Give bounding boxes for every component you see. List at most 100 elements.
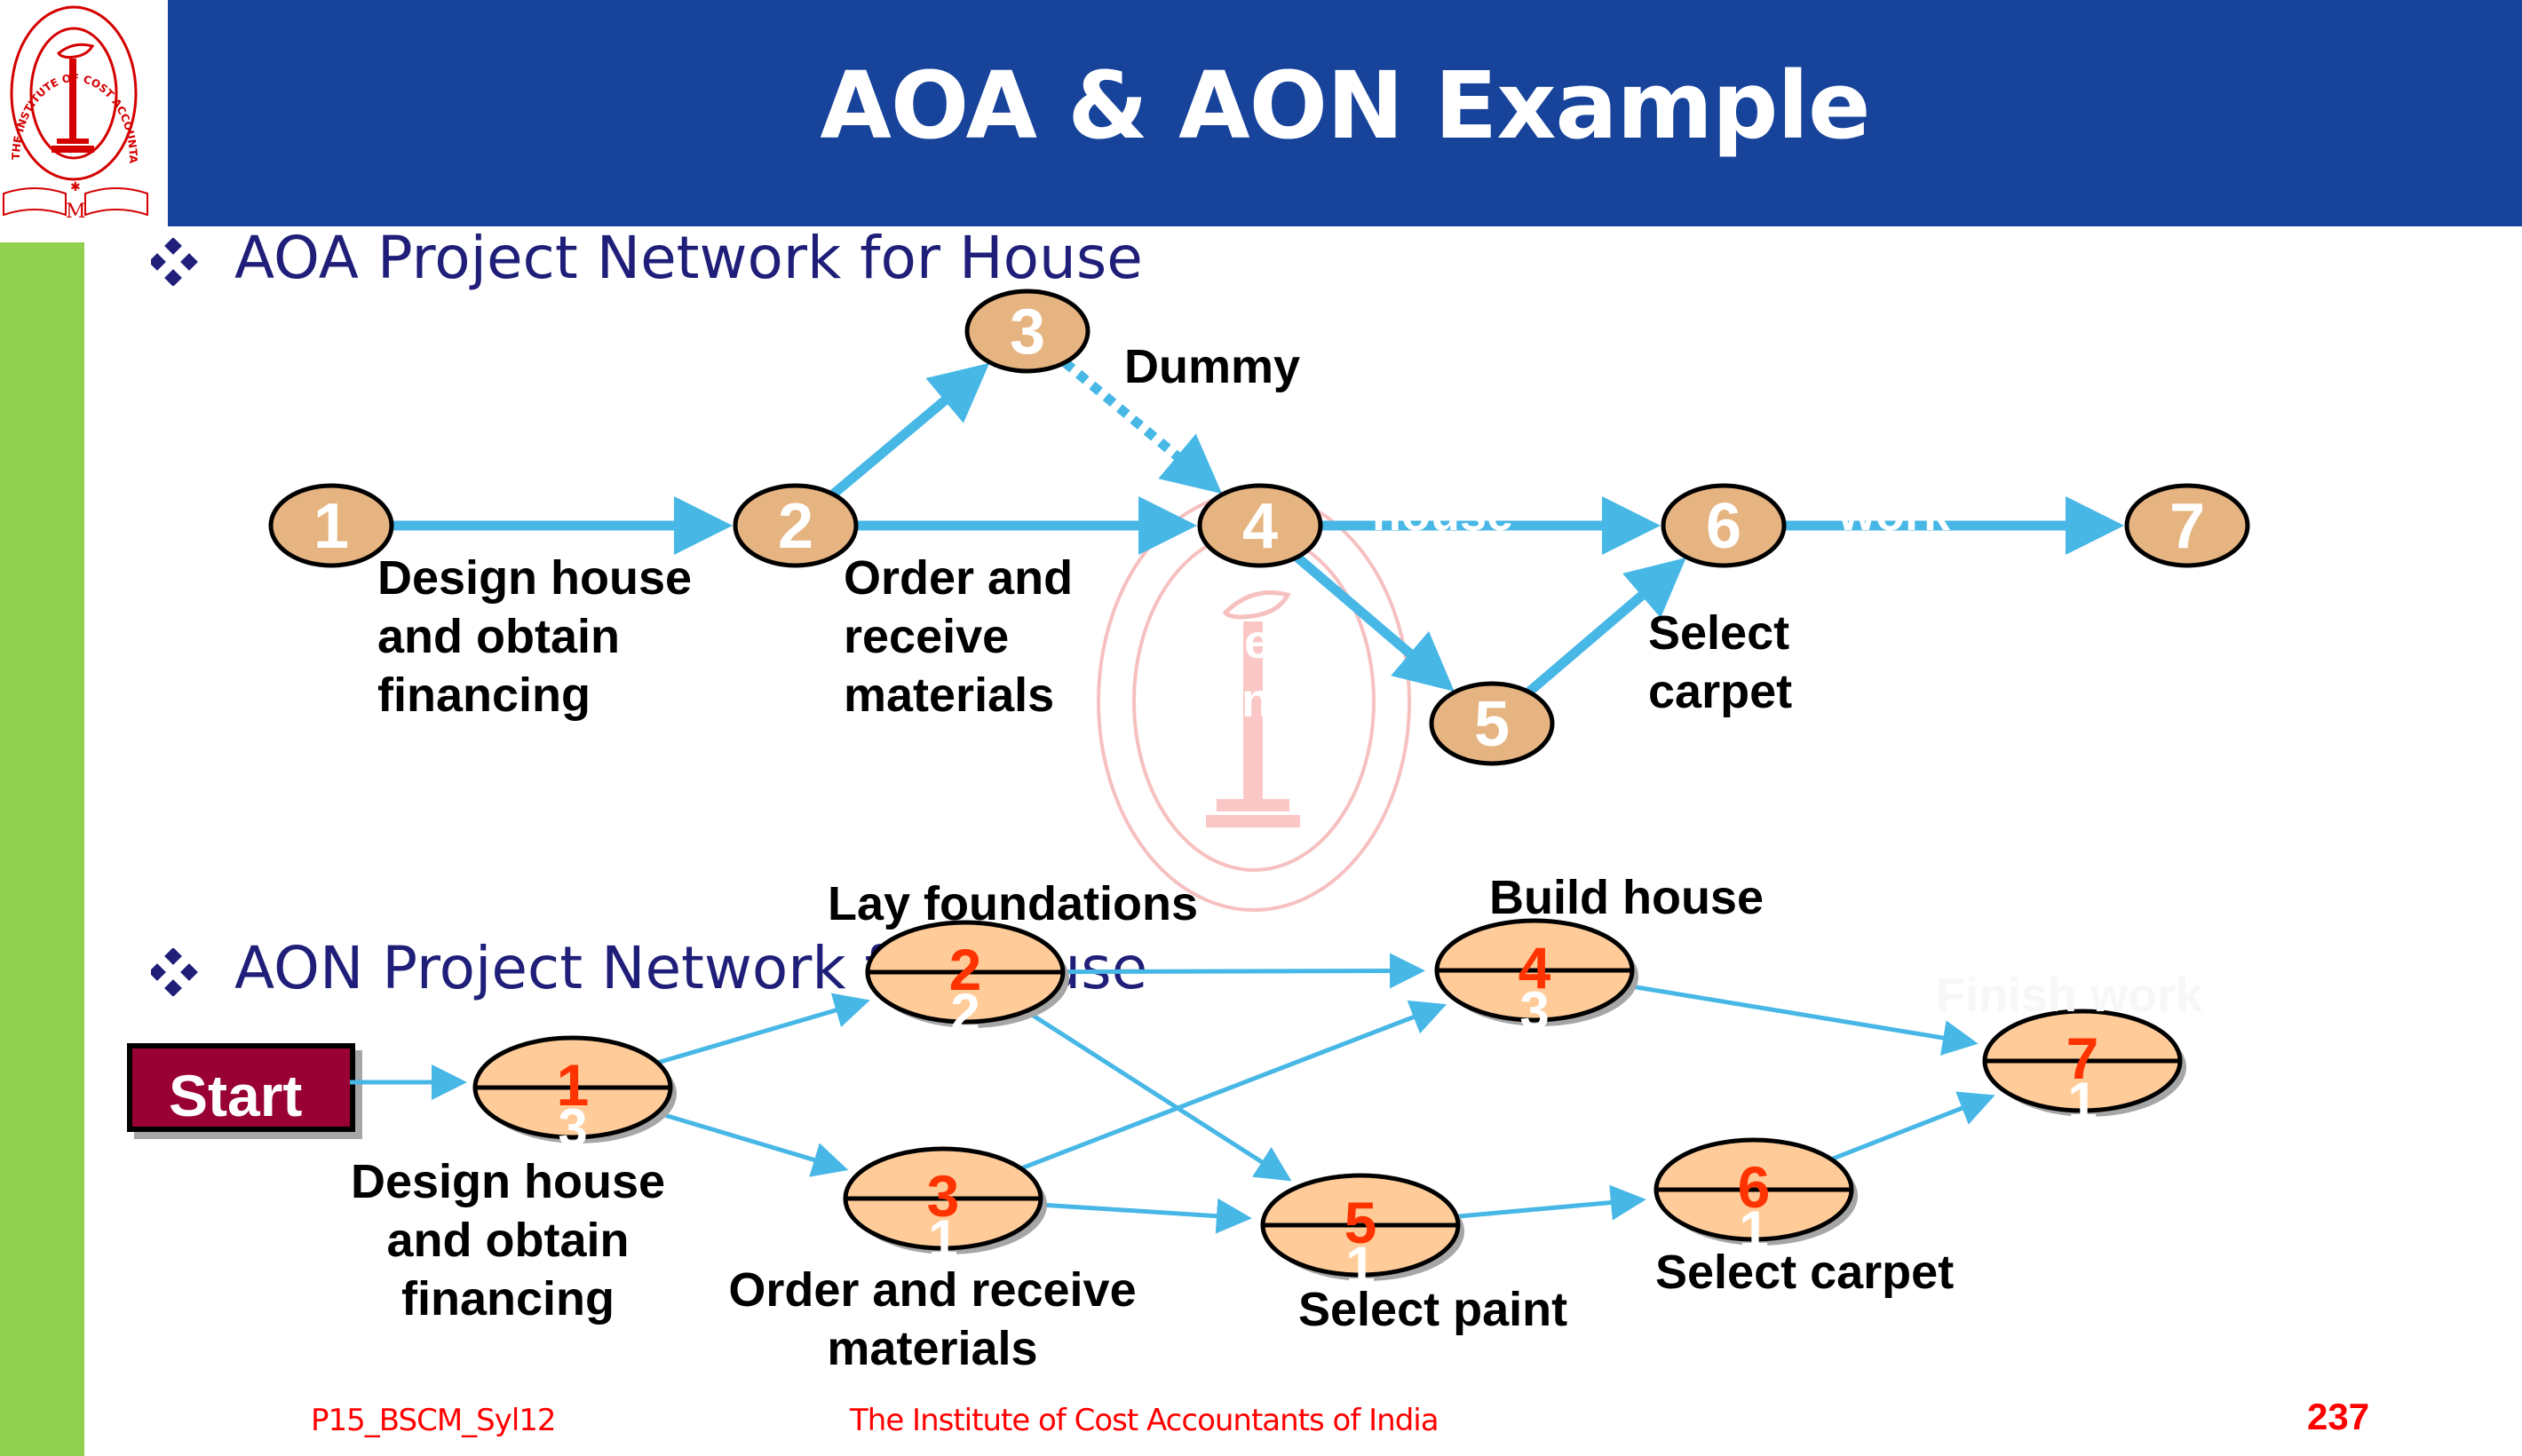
aon-node-4: 43 <box>1434 918 1638 1041</box>
aoa-node-circle <box>964 289 1090 374</box>
aoa-label-paint-line1: Select <box>1172 615 1314 669</box>
aon-node-duration: 2 <box>950 983 979 1042</box>
aon-node-duration: 1 <box>928 1209 957 1269</box>
aon-node-2: 22 <box>865 920 1069 1042</box>
footer-course-code: P15_BSCM_Syl12 <box>311 1403 557 1438</box>
aon-node-number: 5 <box>1344 1190 1377 1255</box>
aoa-node-circle <box>1197 483 1323 568</box>
watermark-base <box>1217 799 1289 811</box>
aoa-heading-text: AOA Project Network for House <box>234 224 1143 292</box>
aon-node-5: 51 <box>1260 1173 1464 1295</box>
aoa-label-dummy: Dummy <box>1124 340 1301 393</box>
aoa-node-number: 1 <box>313 491 349 562</box>
pillar-base <box>57 138 89 144</box>
aon-node-duration: 1 <box>2067 1072 2097 1131</box>
aoa-label-order-line2: receive <box>844 610 1010 663</box>
footer-institute: The Institute of Cost Accountants of Ind… <box>850 1403 1439 1438</box>
aoa-label-select-paint-hidden: Select paint <box>1172 613 1313 730</box>
aon-edge-4-7 <box>1627 983 1979 1056</box>
aon-node-number: 7 <box>2066 1025 2099 1091</box>
aoa-node-number: 6 <box>1706 491 1741 562</box>
aoa-node-circle <box>268 483 394 568</box>
aon-edge-2-5 <box>1025 1009 1292 1182</box>
aon-node-6: 61 <box>1654 1137 1858 1260</box>
pillar-plinth <box>52 146 94 153</box>
aoa-edge-3-4 <box>1061 359 1223 495</box>
aon-label-design-line2: and obtain <box>386 1214 630 1267</box>
aon-edge-1-3 <box>656 1111 849 1177</box>
aon-node-duration: 3 <box>558 1098 587 1158</box>
aon-edge-6-7 <box>1830 1091 1995 1162</box>
aon-node-duration: 1 <box>1345 1236 1375 1295</box>
aon-label-finish-work: Finish work <box>1936 969 2203 1022</box>
aon-edge-3-5 <box>1039 1198 1252 1234</box>
aoa-label-design-line3: financing <box>377 669 591 722</box>
accent-bar <box>0 242 84 1456</box>
diamond-bullet-icon <box>151 947 198 996</box>
aoa-label-order-line1: Order and <box>844 551 1074 605</box>
watermark-pillar <box>1243 621 1263 799</box>
watermark-plinth <box>1206 815 1300 827</box>
aon-label-order-line2: materials <box>827 1322 1038 1375</box>
aoa-label-design-line2: and obtain <box>377 610 620 663</box>
aoa-label-carpet-line1: Select <box>1648 606 1790 660</box>
aon-label-order: Order and receive materials <box>710 1261 1154 1378</box>
aon-node-number: 1 <box>557 1052 590 1118</box>
aon-node-7: 71 <box>1982 1009 2186 1131</box>
aoa-node-7: 7 <box>2124 483 2250 568</box>
aoa-node-circle <box>2124 483 2250 568</box>
aoa-edge-4-5 <box>1294 553 1455 692</box>
aoa-node-number: 4 <box>1242 491 1278 562</box>
aoa-node-1: 1 <box>268 483 394 568</box>
aon-label-design-line3: financing <box>401 1272 615 1325</box>
aoa-label-carpet-line2: carpet <box>1648 665 1793 718</box>
aon-edge-2-4 <box>1062 953 1426 989</box>
aoa-node-5: 5 <box>1429 681 1555 766</box>
aon-node-3: 31 <box>843 1146 1047 1269</box>
aon-start-node <box>127 1043 355 1132</box>
aon-edge-3-4 <box>1019 1000 1447 1171</box>
aon-node-duration: 1 <box>1739 1200 1768 1260</box>
logo-inner-ring <box>29 27 118 160</box>
aoa-edge-5-6 <box>1526 558 1686 696</box>
aoa-label-finish-work-hidden: work <box>1838 487 1951 541</box>
watermark-lamp <box>1222 590 1291 620</box>
aon-node-1: 13 <box>472 1035 677 1158</box>
aon-label-select-paint: Select paint <box>1298 1283 1568 1336</box>
pillar-icon <box>69 59 76 138</box>
aon-node-number: 3 <box>927 1163 960 1229</box>
aon-label-select-carpet: Select carpet <box>1655 1246 1955 1299</box>
aoa-node-3: 3 <box>964 289 1090 374</box>
logo-outer-ring <box>10 5 138 181</box>
slide-title: AOA & AON Example <box>820 51 1870 160</box>
institute-logo: ✱ M THE INSTITUTE OF COST ACCOUNTANTS OF… <box>0 0 148 223</box>
aon-label-design: Design house and obtain financing <box>330 1152 686 1328</box>
aon-node-number: 4 <box>1519 935 1551 1001</box>
aoa-node-4: 4 <box>1197 483 1323 568</box>
aoa-node-circle <box>1661 483 1787 568</box>
aoa-node-number: 7 <box>2169 491 2205 562</box>
aoa-node-circle <box>1429 681 1555 766</box>
page-number: 237 <box>2307 1396 2370 1437</box>
aoa-node-2: 2 <box>733 483 859 568</box>
aoa-label-order-line3: materials <box>844 669 1055 722</box>
lamp-icon <box>56 43 95 59</box>
aoa-label-paint-line2: paint <box>1172 674 1287 727</box>
aon-node-number: 2 <box>949 937 982 1002</box>
aon-label-build-house: Build house <box>1489 871 1764 924</box>
aoa-node-number: 3 <box>1010 297 1045 368</box>
diamond-bullet-icon <box>151 237 198 286</box>
aoa-edge-2-3 <box>829 362 990 498</box>
logo-ribbon-right <box>84 187 148 217</box>
aon-edge-1-2 <box>656 993 870 1065</box>
aoa-label-build-house-hidden: house <box>1372 487 1514 541</box>
logo-monogram: M <box>66 201 86 223</box>
aon-node-duration: 3 <box>1519 981 1549 1041</box>
aoa-node-number: 2 <box>778 491 813 562</box>
aoa-node-number: 5 <box>1474 689 1510 760</box>
aoa-node-circle <box>733 483 859 568</box>
aon-node-number: 6 <box>1738 1154 1771 1220</box>
logo-ribbon-left <box>3 187 67 217</box>
